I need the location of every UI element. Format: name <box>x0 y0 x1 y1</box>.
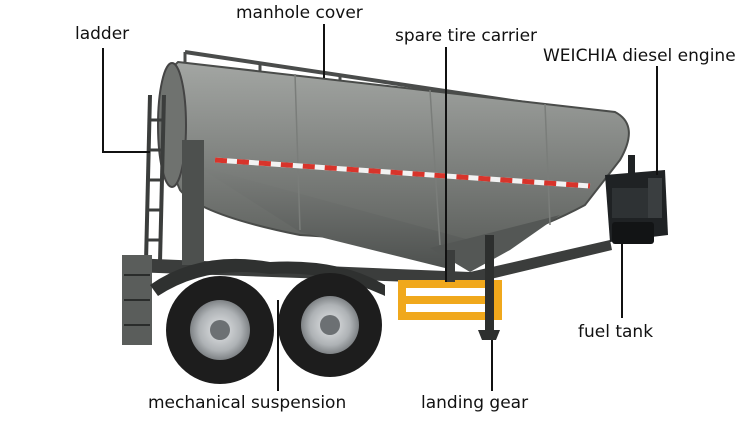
fuel-tank <box>612 222 654 244</box>
leader-lines <box>102 24 658 391</box>
label-spare-tire-carrier: spare tire carrier <box>395 26 538 46</box>
landing-gear <box>478 235 500 340</box>
tank-body <box>157 60 630 272</box>
wheel-front <box>166 276 274 384</box>
label-ladder: ladder <box>75 24 130 44</box>
leader-ladder <box>102 48 150 153</box>
reflective-tape <box>214 157 591 189</box>
label-diesel-engine: WEICHIA diesel engine <box>543 46 736 66</box>
label-fuel-tank: fuel tank <box>578 322 654 342</box>
spare-tire-carrier <box>398 250 502 320</box>
ladder <box>144 94 166 263</box>
fender <box>150 258 385 296</box>
label-mechanical-suspension: mechanical suspension <box>148 393 347 413</box>
wheel-rear <box>278 273 382 377</box>
label-manhole-cover: manhole cover <box>236 3 363 23</box>
label-landing-gear: landing gear <box>421 393 529 413</box>
